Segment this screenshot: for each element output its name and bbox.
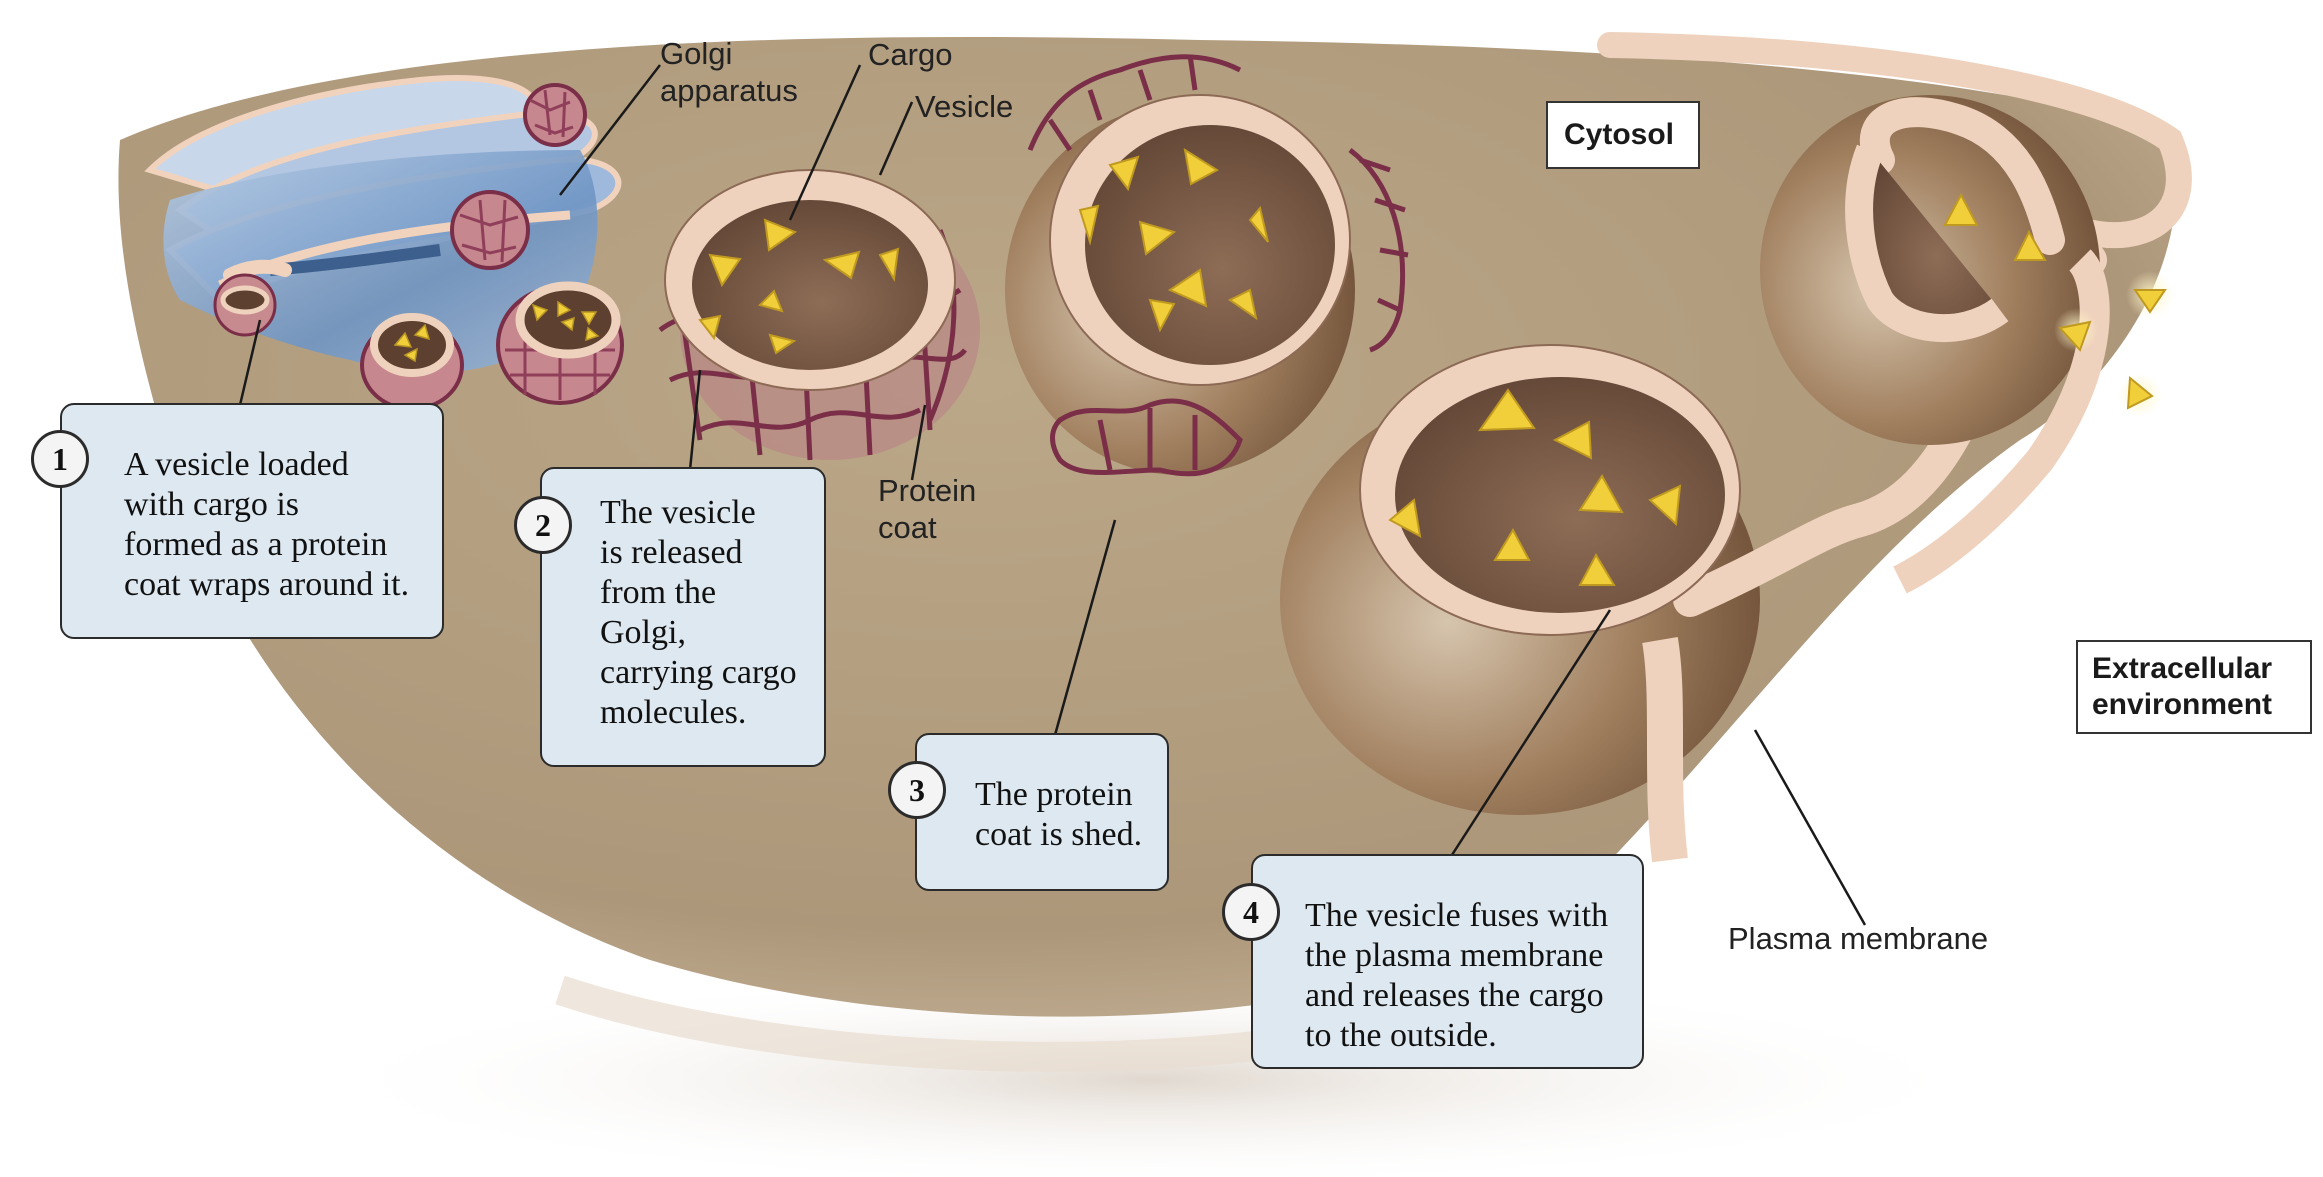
- cargo-label: Cargo: [868, 37, 953, 72]
- vesicle-label: Vesicle: [915, 89, 1014, 124]
- protein-coat-label: Protein coat: [878, 473, 977, 545]
- step-3-text: The protein coat is shed.: [975, 776, 1143, 853]
- step-2-callout: The vesicle is released from the Golgi, …: [540, 467, 826, 767]
- step-3-callout: The protein coat is shed.: [915, 733, 1169, 891]
- shed-coat-fragments: [1027, 54, 1409, 477]
- coated-vesicle-loaded: [496, 281, 624, 405]
- step-1-text: A vesicle loaded with cargo is formed as…: [124, 446, 410, 603]
- leader-lines: [238, 64, 1867, 926]
- extracellular-environment-label: Extracellular environment: [2076, 640, 2312, 734]
- released-cargo: [2054, 271, 2174, 417]
- step-2-text: The vesicle is released from the Golgi, …: [600, 494, 797, 731]
- step-2-number: 2: [514, 496, 572, 554]
- plasma-membrane-edge: [1597, 32, 2192, 249]
- step-4-number: 4: [1222, 883, 1280, 941]
- cytosol-label: Cytosol: [1546, 101, 1700, 169]
- plasma-membrane-label: Plasma membrane: [1728, 921, 1989, 956]
- step-3-number: 3: [888, 761, 946, 819]
- budding-vesicle: [213, 273, 277, 337]
- fusing-vesicle: [1280, 229, 2107, 863]
- step-4-text: The vesicle fuses with the plasma membra…: [1305, 897, 1609, 1054]
- golgi-apparatus-label: Golgi apparatus: [660, 36, 798, 108]
- small-coated-vesicle: [360, 313, 464, 411]
- uncoated-vesicle: [1005, 54, 1409, 477]
- step-1-number: 1: [31, 430, 89, 488]
- step-4-callout: The vesicle fuses with the plasma membra…: [1251, 854, 1644, 1069]
- step-1-callout: A vesicle loaded with cargo is formed as…: [60, 403, 444, 639]
- fused-vesicle: [1760, 95, 2110, 594]
- released-vesicle: [658, 169, 980, 461]
